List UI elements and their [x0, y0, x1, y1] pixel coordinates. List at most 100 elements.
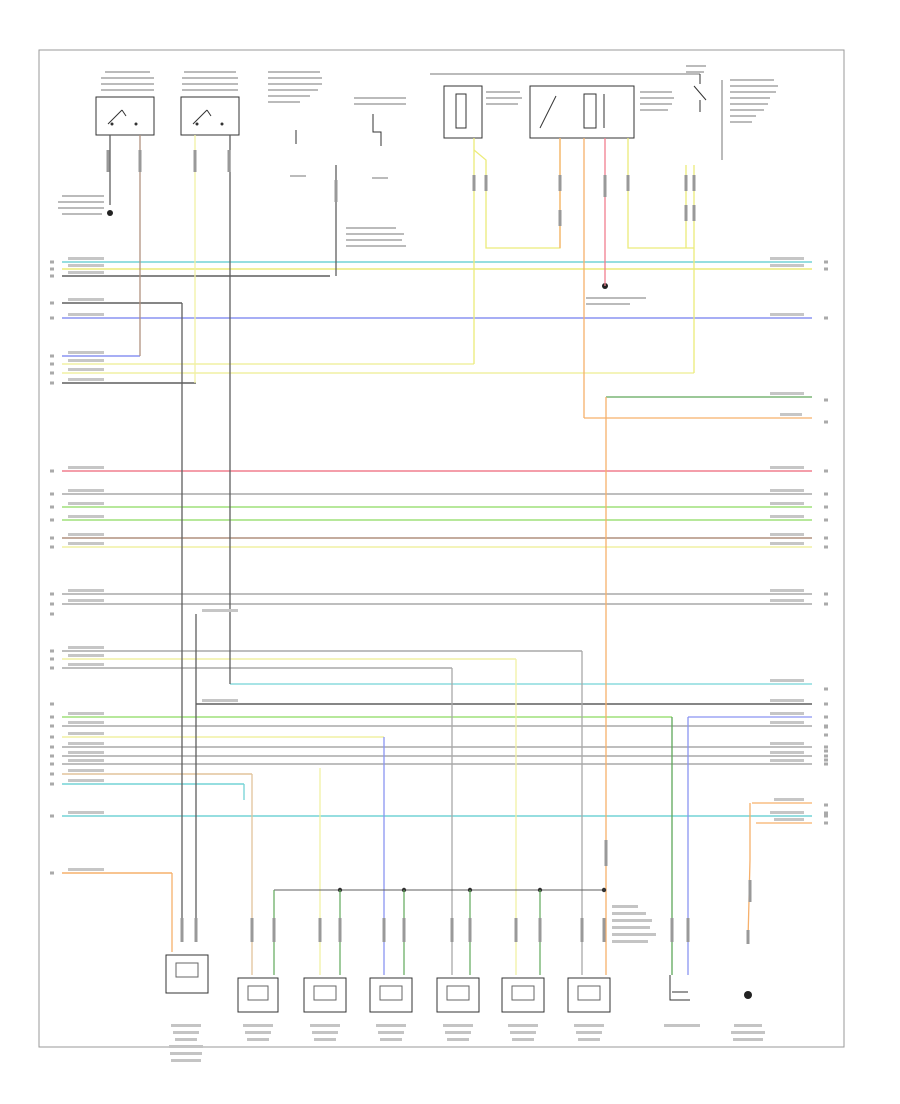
wire-label-left-5: [68, 351, 104, 354]
injector-5-label-2: [447, 1038, 469, 1041]
wire-64: [747, 803, 751, 941]
wire-label-left-6: [68, 359, 104, 362]
wire-label-left-27: [68, 759, 104, 762]
pin-number-left-31: [50, 871, 54, 875]
pin-number-right-9: [824, 469, 828, 473]
injector-note-2: [612, 919, 652, 922]
pin-number-left-15: [50, 592, 54, 596]
ground-9-label-2: [733, 1038, 763, 1041]
wire-label-r-684: [770, 679, 804, 682]
wire-label-left-24: [68, 732, 104, 735]
wire-label-left-1: [68, 264, 104, 267]
wire-vlabel-b9: [468, 918, 472, 942]
injector-5-label-1: [445, 1031, 471, 1034]
pin-number-left-30: [50, 814, 54, 818]
injector-3-body: [303, 977, 347, 1013]
wire-label-left-28: [68, 769, 104, 772]
wire-label-left-21: [202, 699, 238, 702]
pin-number-left-3: [50, 301, 54, 305]
bottom-injector-7: [567, 977, 611, 1041]
splice-top-left: [58, 195, 113, 216]
injector-1-label-3: [169, 1045, 203, 1048]
injector-5-body: [436, 977, 480, 1013]
pin-number-r-760: [824, 758, 828, 762]
wire-label-right-25: [770, 742, 804, 745]
ground-9-label-0: [734, 1024, 762, 1027]
pin-number-right-0: [824, 260, 828, 264]
pin-number-r-418: [824, 420, 828, 424]
wire-vlabel-r7d: [692, 205, 696, 221]
pin-number-left-4: [50, 316, 54, 320]
wire-label-left-14: [68, 542, 104, 545]
wire-label-left-8: [68, 378, 104, 381]
wire-label-left-9: [68, 466, 104, 469]
wire-vlabel-b0: [180, 918, 184, 942]
injector-1-label-2: [175, 1038, 197, 1041]
pin-number-left-28: [50, 772, 54, 776]
injector-4-label-0: [376, 1024, 406, 1027]
pin-number-r-823: [824, 821, 828, 825]
wire-vlabel-r7b: [692, 175, 696, 191]
wire-vlabel-r6c: [603, 175, 607, 197]
pin-number-r-684: [824, 687, 828, 691]
pin-number-r-813: [824, 811, 828, 815]
wire-label-r-803: [774, 798, 804, 801]
wire-vlabel-b7: [402, 918, 406, 942]
wire-vlabel-sw1a: [106, 150, 110, 172]
injector-6-body: [501, 977, 545, 1013]
wire-label-r-418: [780, 413, 802, 416]
injector-1-label-1: [173, 1031, 199, 1034]
pin-number-right-12: [824, 518, 828, 522]
pin-number-left-27: [50, 762, 54, 766]
pin-number-left-26: [50, 754, 54, 758]
injector-7-label-2: [578, 1038, 600, 1041]
bottom-sensor-8: [664, 975, 700, 1027]
wire-51: [627, 138, 694, 249]
wire-vlabel-r5a: [472, 175, 476, 191]
pin-number-r-751: [824, 749, 828, 753]
bottom-injector-3: [303, 977, 347, 1041]
wire-vlabel-b2: [250, 918, 254, 942]
wire-label-left-26: [68, 751, 104, 754]
wire-label-r-823: [774, 818, 804, 821]
pin-number-left-11: [50, 505, 54, 509]
pin-number-left-21: [50, 702, 54, 706]
wire-label-left-31: [68, 868, 104, 871]
wire-label-right-4: [770, 313, 804, 316]
pin-number-left-20: [50, 666, 54, 670]
top-switch-2-label: [182, 71, 238, 91]
top-switch-2-body: [180, 96, 240, 136]
wire-vlabel-b1: [194, 918, 198, 942]
injector-2-label-1: [245, 1031, 271, 1034]
wire-vlabel-b5: [338, 918, 342, 942]
pin-number-left-19: [50, 657, 54, 661]
wire-label-left-16: [68, 599, 104, 602]
injector-note-5: [612, 940, 648, 943]
wire-label-right-9: [770, 466, 804, 469]
wire-label-left-15: [68, 589, 104, 592]
bottom-injector-4: [369, 977, 413, 1041]
wire-label-left-19: [68, 654, 104, 657]
pin-number-left-13: [50, 536, 54, 540]
wire-vlabel-sw1b: [138, 150, 142, 172]
injector-4-body: [369, 977, 413, 1013]
injector-7-body: [567, 977, 611, 1013]
top-relay-6-body: [529, 85, 635, 139]
wire-vlabel-b4: [318, 918, 322, 942]
injector-1-label-0: [171, 1024, 201, 1027]
wire-vlabel-gnd-a: [748, 880, 752, 902]
wire-label-right-1: [770, 264, 804, 267]
pin-number-left-29: [50, 782, 54, 786]
diagram-frame: [38, 49, 845, 1048]
wire-vlabel-gnd-b: [746, 930, 750, 944]
pin-number-left-6: [50, 362, 54, 366]
injector-1-label-4: [170, 1052, 202, 1055]
wire-vlabel-sw2a: [193, 150, 197, 172]
bus-splice-4: [601, 887, 607, 893]
wire-label-right-27: [770, 759, 804, 762]
pin-number-left-5: [50, 354, 54, 358]
bottom-injector-1: [165, 954, 209, 1062]
wire-vlabel-r6b: [558, 210, 562, 226]
injector-6-label-2: [512, 1038, 534, 1041]
top-relay-5: [443, 85, 522, 139]
